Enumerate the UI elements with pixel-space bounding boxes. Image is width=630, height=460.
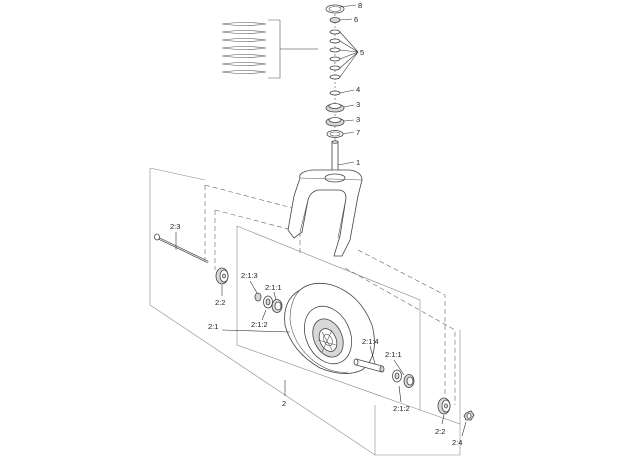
axle-nut [463,410,475,421]
callout-2-1-2-left: 2:1:2 [251,320,268,329]
callout-2-1-3: 2:1:3 [241,271,258,280]
alignment-lines [204,184,456,405]
spacer-right [437,397,451,415]
callout-2: 2 [282,399,286,408]
callout-2-1-1-right: 2:1:1 [385,350,402,359]
shim-stack-illustration [221,22,267,74]
callout-2-2-left: 2:2 [215,298,225,307]
callout-1: 1 [356,158,360,167]
callout-2-1-4: 2:1:4 [362,337,379,346]
spacer-tube [353,358,385,373]
callout-3-upper: 3 [356,100,360,109]
spindle-shaft [331,140,339,173]
callout-2-1: 2:1 [208,322,218,331]
top-callouts: 8 6 5 4 3 3 7 1 [337,1,364,167]
callout-3-lower: 3 [356,115,360,124]
bearing-set-right [392,369,415,388]
callout-6: 6 [354,15,358,24]
wheel-tire [284,282,375,374]
callout-2-3: 2:3 [170,222,180,231]
callout-7: 7 [356,128,360,137]
spacer-left [215,267,229,285]
bearing-set-left [254,292,283,313]
callout-2-1-2-right: 2:1:2 [393,404,410,413]
caster-fork [287,169,363,257]
callout-8: 8 [358,1,362,10]
callout-2-1-1-left: 2:1:1 [265,283,282,292]
axle-bolt [154,233,209,263]
callout-4: 4 [356,85,360,94]
callout-2-2-right: 2:2 [435,427,445,436]
callout-5: 5 [360,48,364,57]
seal [326,130,344,138]
assembly-frame [149,167,461,456]
bearing-upper [325,103,345,113]
shim-detail-inset [221,19,318,79]
nut [329,17,341,23]
washer [329,90,341,96]
spindle-stack [325,4,345,173]
bearing-lower [325,117,345,127]
callout-2-4: 2:4 [452,438,462,447]
